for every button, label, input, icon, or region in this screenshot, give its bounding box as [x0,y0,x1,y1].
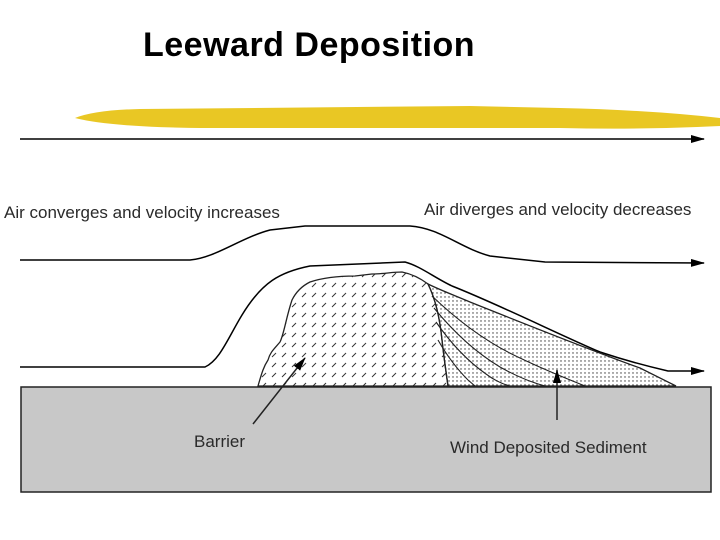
sediment-layers [431,295,586,387]
label-sediment: Wind Deposited Sediment [450,438,647,457]
label-barrier: Barrier [194,432,245,451]
barrier-rock [257,271,449,387]
label-diverge: Air diverges and velocity decreases [424,200,691,219]
highlight-stroke [75,106,720,129]
label-converge: Air converges and velocity increases [4,203,280,222]
wind-flow-line-lower [20,261,705,375]
barrier-pointer-arrow [252,357,306,425]
ground-surface [20,386,712,493]
wind-flow-line-middle [20,225,705,267]
slide-title: Leeward Deposition [143,26,476,64]
sediment-deposit [426,282,677,387]
